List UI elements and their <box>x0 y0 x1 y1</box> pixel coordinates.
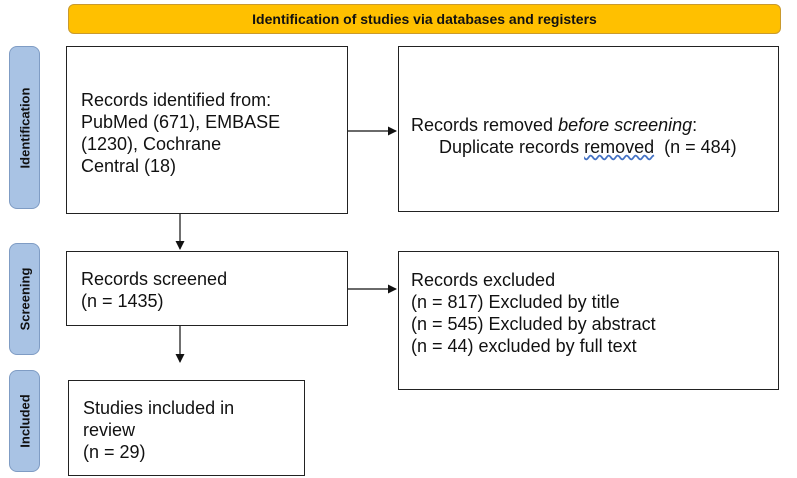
identified-line: PubMed (671), EMBASE <box>81 112 281 132</box>
screened-line: Records screened <box>81 269 228 289</box>
included-line: review <box>83 420 136 440</box>
removed-detail-after: (n = 484) <box>654 137 737 157</box>
records-screened-box: Records screened (n = 1435) <box>66 251 348 326</box>
identified-line: Records identified from: <box>81 90 272 110</box>
removed-detail-before: Duplicate records <box>439 137 585 157</box>
records-identified-box: Records identified from: PubMed (671), E… <box>66 46 348 214</box>
included-line: Studies included in <box>83 398 235 418</box>
identified-line: Central (18) <box>81 156 177 176</box>
records-excluded-box: Records excluded (n = 817) Excluded by t… <box>398 251 779 390</box>
removed-suffix: : <box>692 115 698 135</box>
excluded-line: (n = 817) Excluded by title <box>411 292 620 312</box>
header-banner: Identification of studies via databases … <box>68 4 781 34</box>
removed-heading: Records removed before screening: <box>411 114 778 136</box>
excluded-line: (n = 44) excluded by full text <box>411 336 637 356</box>
stage-screening: Screening <box>9 243 40 355</box>
identified-line: (1230), Cochrane <box>81 134 222 154</box>
removed-prefix: Records removed <box>411 115 559 135</box>
excluded-line: (n = 545) Excluded by abstract <box>411 314 656 334</box>
stage-identification: Identification <box>9 46 40 209</box>
studies-included-box: Studies included in review (n = 29) <box>68 380 305 476</box>
header-title: Identification of studies via databases … <box>252 11 597 27</box>
stage-included: Included <box>9 370 40 472</box>
records-removed-box: Records removed before screening: Duplic… <box>398 46 779 212</box>
included-line: (n = 29) <box>83 442 146 462</box>
removed-detail-marked: removed <box>584 137 655 157</box>
removed-emphasis: before screening <box>558 115 693 135</box>
removed-detail: Duplicate records removed (n = 484) <box>411 136 778 158</box>
screened-line: (n = 1435) <box>81 291 164 311</box>
excluded-line: Records excluded <box>411 270 556 290</box>
